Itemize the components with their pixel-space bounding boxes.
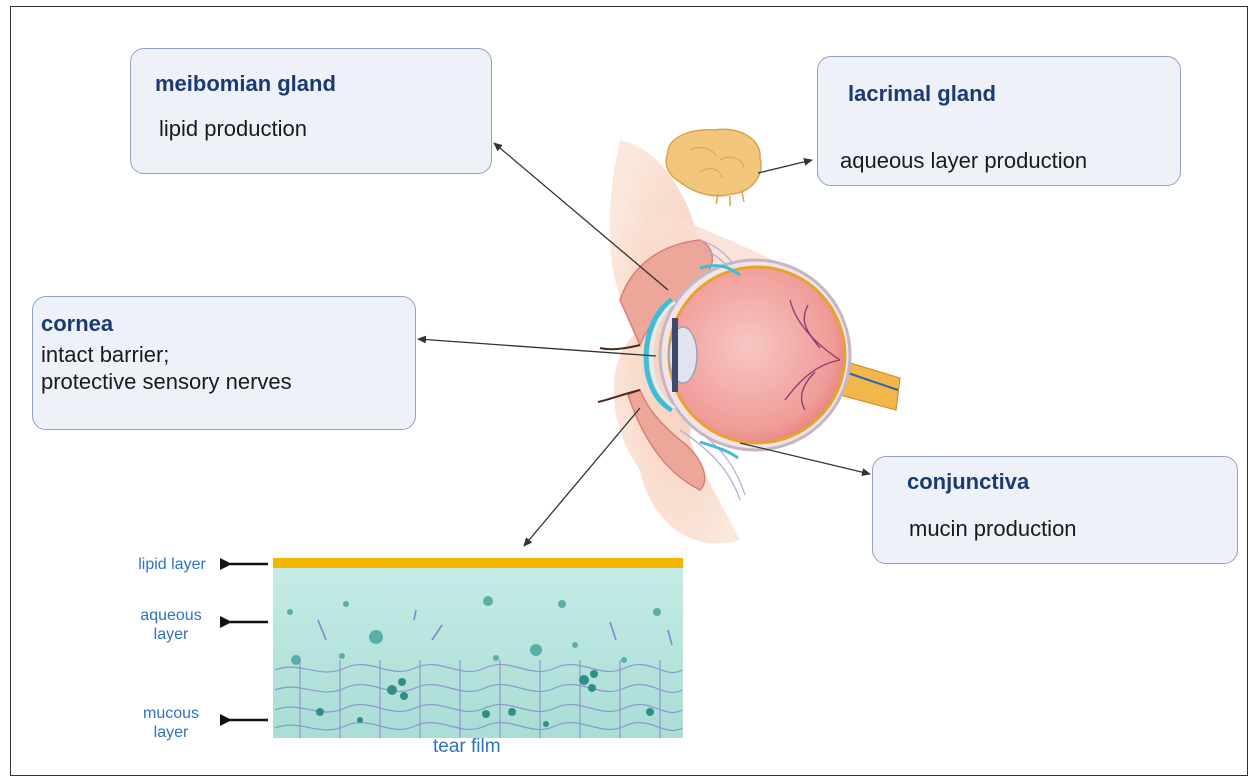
conjunctiva-desc: mucin production bbox=[909, 515, 1077, 542]
cornea-title: cornea bbox=[41, 311, 113, 337]
meibomian-gland-desc: lipid production bbox=[159, 115, 307, 142]
aqueous-layer-label-line2: layer bbox=[126, 625, 216, 644]
cornea-box: cornea intact barrier; protective sensor… bbox=[32, 296, 416, 430]
tear-film-panel bbox=[230, 558, 683, 738]
cornea-desc-line1: intact barrier; bbox=[41, 341, 169, 368]
conjunctiva-title: conjunctiva bbox=[907, 469, 1029, 495]
aqueous-layer-label-line1: aqueous bbox=[126, 606, 216, 625]
conjunctiva-box: conjunctiva mucin production bbox=[872, 456, 1238, 564]
lacrimal-gland-title: lacrimal gland bbox=[848, 81, 996, 107]
lacrimal-gland-box: lacrimal gland aqueous layer production bbox=[817, 56, 1181, 186]
lacrimal-gland-desc: aqueous layer production bbox=[840, 147, 1087, 174]
cornea-desc-line2: protective sensory nerves bbox=[41, 368, 292, 395]
mucous-layer-label-line1: mucous bbox=[126, 704, 216, 723]
lipid-layer-label: lipid layer bbox=[122, 555, 222, 574]
tear-film-caption: tear film bbox=[433, 736, 501, 758]
meibomian-gland-box: meibomian gland lipid production bbox=[130, 48, 492, 174]
lipid-layer-band bbox=[273, 558, 683, 568]
mucous-layer-label-line2: layer bbox=[126, 723, 216, 742]
meibomian-gland-title: meibomian gland bbox=[155, 71, 336, 97]
